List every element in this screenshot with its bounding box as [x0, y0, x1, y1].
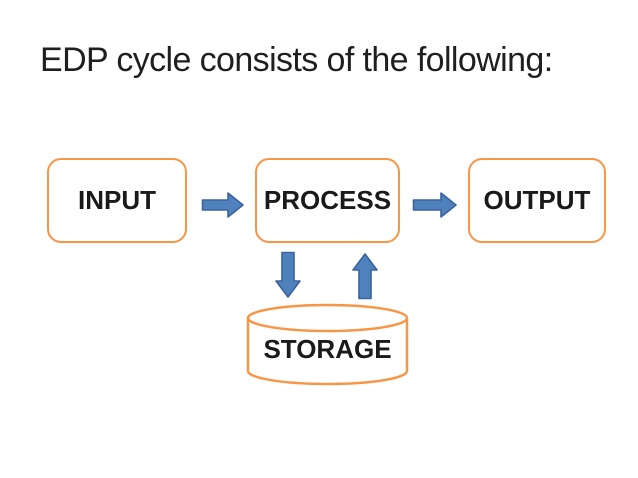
- arrow-up-storage-to-process-icon: [352, 253, 378, 300]
- node-output: OUTPUT: [468, 158, 606, 243]
- arrow-right-input-to-process-icon: [201, 192, 244, 218]
- node-input-label: INPUT: [78, 185, 156, 215]
- arrow-down-process-to-storage-icon: [275, 251, 301, 298]
- node-output-label: OUTPUT: [483, 185, 591, 215]
- node-storage-label: STORAGE: [263, 334, 392, 364]
- node-input: INPUT: [47, 158, 187, 243]
- slide-title: EDP cycle consists of the following:: [40, 41, 553, 79]
- node-storage-cylinder: [246, 303, 409, 386]
- arrow-right-process-to-output-icon: [412, 192, 457, 218]
- node-process: PROCESS: [255, 158, 400, 243]
- node-process-label: PROCESS: [263, 185, 392, 215]
- node-storage: STORAGE: [246, 334, 409, 365]
